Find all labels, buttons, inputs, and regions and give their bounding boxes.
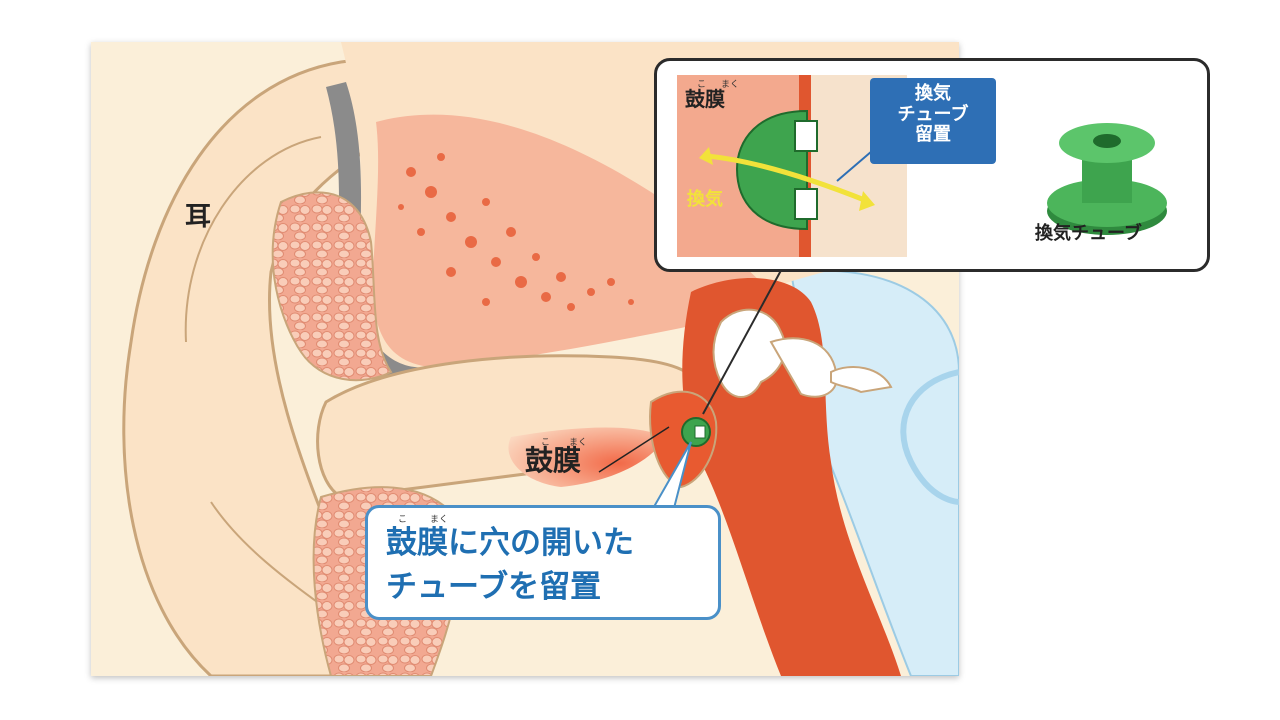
eardrum-ruby-ko: こ	[541, 438, 551, 448]
canal-inner	[508, 427, 666, 487]
tube-caption: 換気チューブ	[1035, 223, 1142, 244]
cochlea-swirl	[900, 369, 959, 505]
eardrum-label: 鼓膜	[525, 444, 582, 477]
inset-pointer-line	[702, 251, 792, 415]
auricle-fold	[184, 136, 322, 343]
ventilation-arrow-head-right	[859, 191, 875, 211]
eardrum-ruby-maku: まく	[569, 438, 588, 448]
inset-ventilation-label: 換気	[687, 189, 723, 210]
tag-line-2: チューブ	[897, 103, 969, 125]
tube3d-hole	[1093, 134, 1121, 148]
ossicle-stapes	[830, 366, 893, 394]
tag-line-3: 留置	[915, 124, 951, 146]
ear-label: 耳	[185, 202, 212, 232]
mastoid	[372, 114, 781, 367]
callout-ruby-ko: こ	[398, 515, 408, 525]
ossicle-malleus	[712, 308, 786, 398]
inset-eardrum-label: 鼓膜	[685, 87, 725, 111]
ventilation-arrow-head-left	[699, 147, 713, 165]
callout-line-1: 鼓膜に穴の開いた	[386, 525, 634, 561]
ventilation-arrow	[706, 153, 868, 204]
eardrum-pointer-line	[598, 426, 670, 473]
inset-ruby-maku: まく	[721, 80, 740, 90]
tag-line-1: 換気	[915, 83, 951, 104]
tube-hole	[694, 425, 706, 439]
callout-line-2: チューブを留置	[386, 569, 602, 605]
ventilation-tube-tag: 換気 チューブ 留置	[870, 78, 996, 164]
inset-tube-flange-top	[794, 120, 818, 152]
inset-ruby-ko: こ	[697, 80, 707, 90]
mastoid-dots	[398, 153, 634, 311]
procedure-callout: こ まく 鼓膜に穴の開いた チューブを留置	[365, 505, 721, 620]
cartilage-upper	[271, 191, 393, 382]
tag-pointer	[836, 150, 873, 182]
callout-ruby-maku: まく	[430, 515, 449, 525]
inset-illustration	[677, 75, 1167, 257]
inset-tube-flange-bottom	[794, 188, 818, 220]
